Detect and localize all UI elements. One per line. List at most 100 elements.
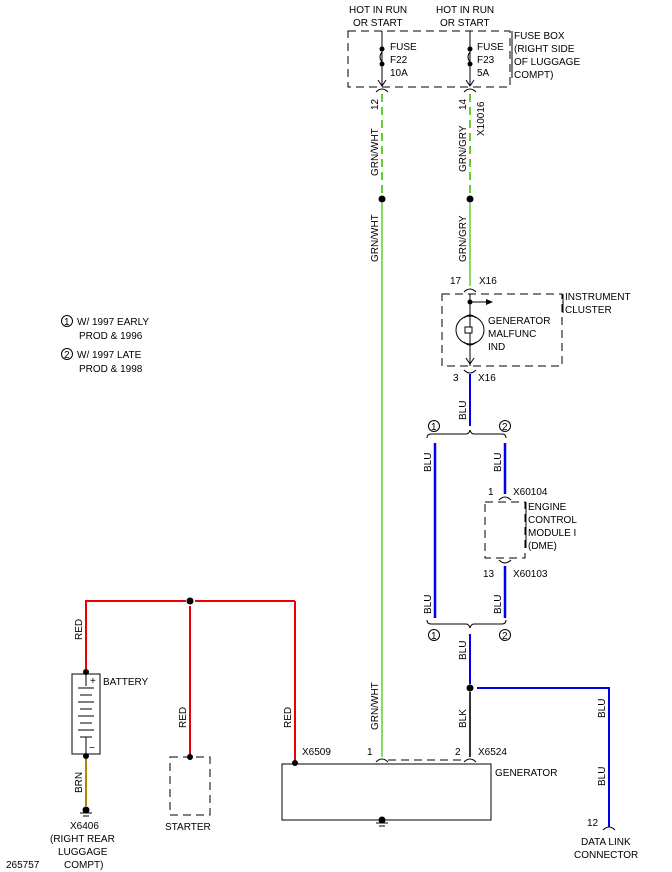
battery-label: BATTERY [103, 677, 149, 688]
cluster-label-2: CLUSTER [565, 305, 612, 316]
generator-ground-terminal [378, 816, 386, 824]
fuse-f22-terminal-top [379, 46, 385, 52]
ground-label-3: LUGGAGE [58, 847, 108, 858]
ecm-pin-top-arc [498, 496, 512, 501]
fuse-f23-label-3: 5A [477, 68, 490, 79]
grn-wht-circuit: GRN/WHT GRN/WHT GRN/WHT [370, 94, 386, 757]
ground-label-4: COMPT) [64, 860, 103, 871]
battery-ground: BRN X6406 (RIGHT REAR LUGGAGE COMPT) [50, 759, 115, 871]
variant-mark-top-1-circle [428, 420, 440, 432]
fuse-f23-icon [467, 51, 471, 63]
legend-mark-1-circle [61, 315, 73, 327]
starter-label: STARTER [165, 822, 211, 833]
fuse-f22-arrow-icon [377, 79, 387, 87]
fuse-f22-supply-line2: OR START [353, 18, 403, 29]
ground-terminal [82, 806, 90, 814]
generator-outline [281, 763, 492, 821]
generator-pin-2: 2 [455, 747, 461, 758]
data-link-label-1: DATA LINK [581, 837, 631, 848]
generator-connector-2: X6524 [478, 747, 507, 758]
fuse-f23-terminal-bottom [467, 61, 473, 67]
indicator-label-2: MALFUNC [488, 329, 536, 340]
fuse-box-outline [347, 30, 511, 88]
legend-mark-2: 2 [64, 350, 70, 361]
variant-mark-top-2-circle [499, 420, 511, 432]
fuse-f22-supply-line1: HOT IN RUN [349, 5, 407, 16]
fuse-f23-label-2: F23 [477, 55, 495, 66]
cluster-pin-out-arc [463, 369, 477, 374]
cluster-connector-in: X16 [479, 276, 497, 287]
ecm-label-1: ENGINE [528, 502, 567, 513]
wire-label-red-1: RED [74, 619, 85, 640]
wire-label-blu-v1-top: BLU [423, 453, 434, 472]
wire-label-blu-dlc-2: BLU [597, 767, 608, 786]
wire-label-grn-gry-1: GRN/GRY [458, 125, 469, 172]
wire-label-blu-v2-bottom: BLU [493, 595, 504, 614]
data-link-pin: 12 [587, 818, 599, 829]
variant-mark-top-2: 2 [502, 422, 508, 433]
generator-pin-1-arc [375, 758, 389, 763]
battery-positive-terminal [83, 669, 89, 675]
connector-pin14-arc [463, 88, 477, 93]
connector-pin12-arc [375, 88, 389, 93]
ecm-connector-bottom: X60103 [513, 569, 548, 580]
fuse-f23-terminal-top [467, 46, 473, 52]
variant-brace-bottom [426, 619, 507, 629]
battery-negative-terminal [83, 753, 89, 759]
wire-label-grn-gry-2: GRN/GRY [458, 215, 469, 262]
fuse-f22-pin: 12 [370, 98, 381, 110]
legend-2-line-2: PROD & 1998 [79, 364, 143, 375]
variant-mark-bottom-1: 1 [431, 631, 437, 642]
ecm-label-4: (DME) [528, 541, 557, 552]
blu-circuit: BLU 1 2 BLU BLU BLU BLU 1 X60104 ENGINE … [423, 374, 638, 861]
cluster-label-1: INSTRUMENT [565, 292, 631, 303]
fuse-f22-terminal-bottom [379, 61, 385, 67]
fuse-f23-pin: 14 [458, 98, 469, 110]
grn-gry-circuit: GRN/GRY GRN/GRY [458, 94, 474, 286]
wire-label-blu-dlc-1: BLU [597, 699, 608, 718]
battery: + − BATTERY [71, 669, 149, 759]
fuse-box: HOT IN RUN OR START HOT IN RUN OR START … [347, 5, 580, 136]
data-link-label-2: CONNECTOR [574, 850, 638, 861]
legend-mark-2-circle [61, 348, 73, 360]
diagram-id: 265757 [6, 860, 40, 871]
wire-label-brn: BRN [74, 772, 85, 793]
legend-2-line-1: W/ 1997 LATE [77, 350, 142, 361]
wire-label-blk: BLK [458, 709, 469, 728]
fuse-box-label-4: COMPT) [514, 70, 553, 81]
fuse-f23-label-1: FUSE [477, 42, 504, 53]
ecm-outline [484, 501, 526, 559]
variant-mark-bottom-2-circle [499, 629, 511, 641]
legend-1-line-1: W/ 1997 EARLY [77, 317, 149, 328]
wire-label-grn-wht-1: GRN/WHT [370, 128, 381, 176]
cluster-connector-out: X16 [478, 373, 496, 384]
variant-brace-top [426, 429, 507, 439]
instrument-cluster: 17 X16 GENERATOR MALFUNC IND INSTRUMENT … [441, 276, 631, 384]
fuse-box-label-3: OF LUGGAGE [514, 57, 580, 68]
connector-x10016-label: X10016 [476, 101, 487, 136]
fuse-box-label-2: (RIGHT SIDE [514, 44, 575, 55]
cluster-branch-arrow-icon [486, 299, 493, 305]
ecm-pin-bottom: 13 [483, 569, 495, 580]
ground-label-1: X6406 [70, 821, 99, 832]
splice-red [186, 597, 194, 605]
lamp-element [464, 326, 473, 334]
starter-terminal [187, 754, 193, 760]
cluster-pin-out: 3 [453, 373, 459, 384]
ecm-pin-top: 1 [488, 487, 494, 498]
generator-pin-2-arc [463, 758, 477, 763]
fuse-f23-supply-line2: OR START [440, 18, 490, 29]
generator: X6509 1 2 X6524 GENERATOR [281, 747, 557, 827]
cluster-pin-in-arc [463, 288, 477, 293]
generator-label: GENERATOR [495, 768, 557, 779]
indicator-label-3: IND [488, 342, 505, 353]
variant-mark-bottom-1-circle [428, 629, 440, 641]
battery-plus-sign: + [90, 676, 96, 687]
lamp-pin-bottom-arc [463, 341, 477, 346]
ecm-label-3: MODULE I [528, 528, 576, 539]
generator-pin-1: 1 [367, 747, 373, 758]
fuse-f23-arrow-icon [465, 79, 475, 87]
fuse-box-label-1: FUSE BOX [514, 31, 565, 42]
starter-outline [169, 756, 211, 816]
cluster-out-arrow-icon [465, 357, 475, 365]
